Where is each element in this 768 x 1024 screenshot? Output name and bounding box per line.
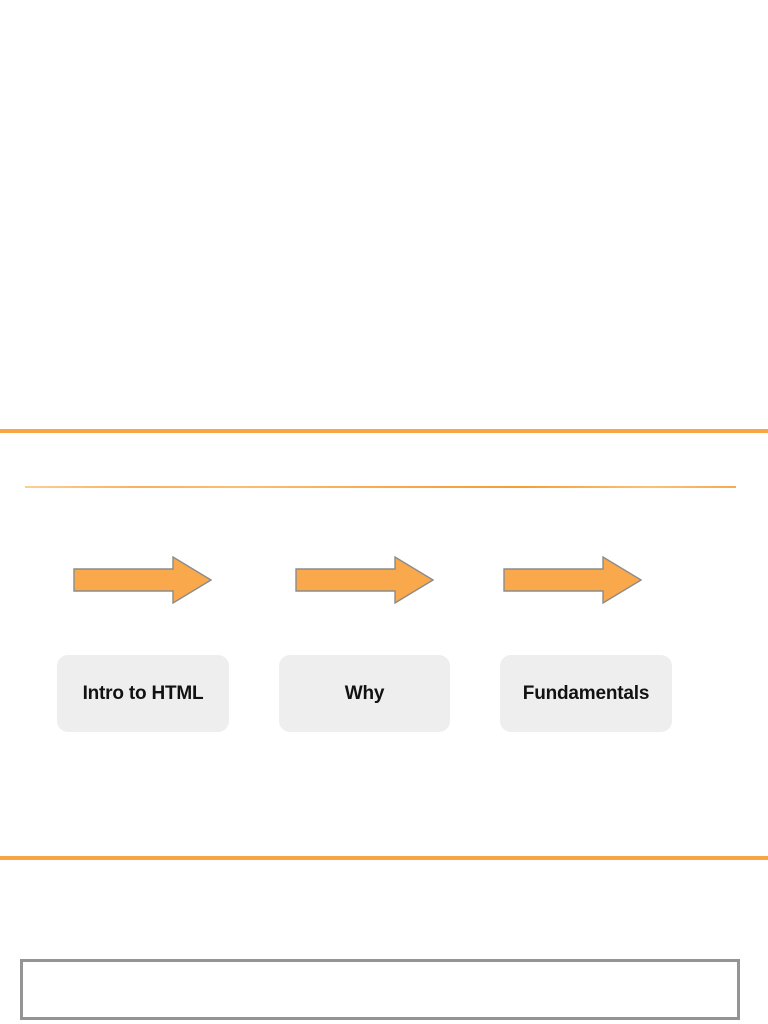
divider-thin-bottom xyxy=(18,908,723,910)
step-chip-label: Fundamentals xyxy=(522,682,650,704)
bottom-content-box[interactable] xyxy=(20,959,740,1020)
step-chip-fundamentals[interactable]: Fundamentals xyxy=(500,655,672,732)
step-chip-label: Why xyxy=(344,682,385,704)
divider-thin-top xyxy=(25,486,736,488)
step-chip-row: Intro to HTML Why Fundamentals xyxy=(0,655,768,732)
arrow-right-icon-2 xyxy=(295,556,434,604)
divider-thick-top xyxy=(0,429,768,433)
arrow-row xyxy=(0,556,768,606)
step-chip-label: Intro to HTML xyxy=(82,682,204,704)
arrow-right-icon-3 xyxy=(503,556,642,604)
top-blank-region xyxy=(0,0,768,429)
step-chip-why[interactable]: Why xyxy=(279,655,450,732)
step-chip-intro-to-html[interactable]: Intro to HTML xyxy=(57,655,229,732)
divider-thick-bottom xyxy=(0,856,768,860)
arrow-right-icon-1 xyxy=(73,556,212,604)
